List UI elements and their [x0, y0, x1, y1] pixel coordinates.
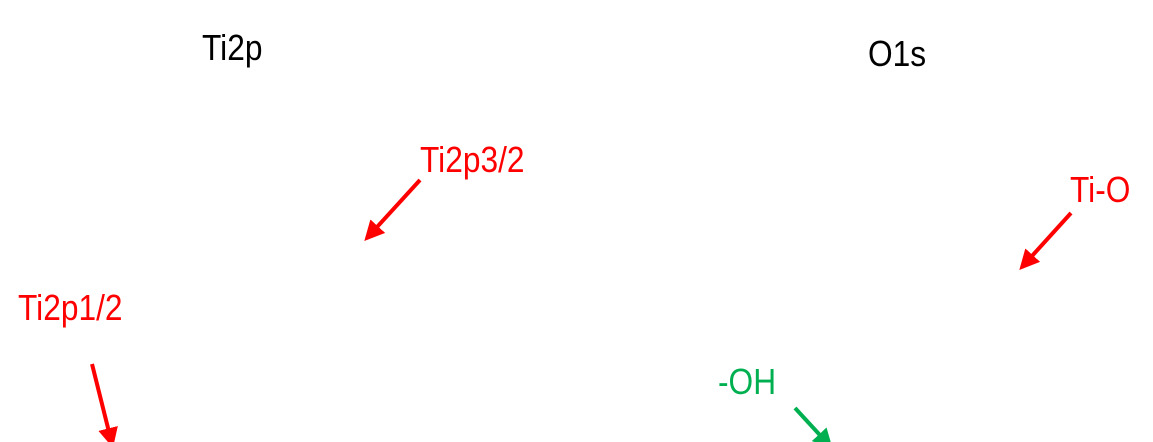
o1s-panel-title: O1s	[868, 33, 927, 74]
ti-o-arrow	[1019, 211, 1073, 270]
ti2p1-2-arrow	[90, 363, 118, 442]
ti2p1-2-label: Ti2p1/2	[18, 287, 123, 328]
oh-label: -OH	[718, 361, 777, 402]
ti-o-label: Ti-O	[1070, 169, 1131, 210]
oh-arrow	[793, 406, 833, 442]
ti2p3-2-arrow	[364, 178, 422, 241]
ti2p-panel-title: Ti2p	[202, 27, 263, 68]
ti2p3-2-label: Ti2p3/2	[420, 139, 525, 180]
